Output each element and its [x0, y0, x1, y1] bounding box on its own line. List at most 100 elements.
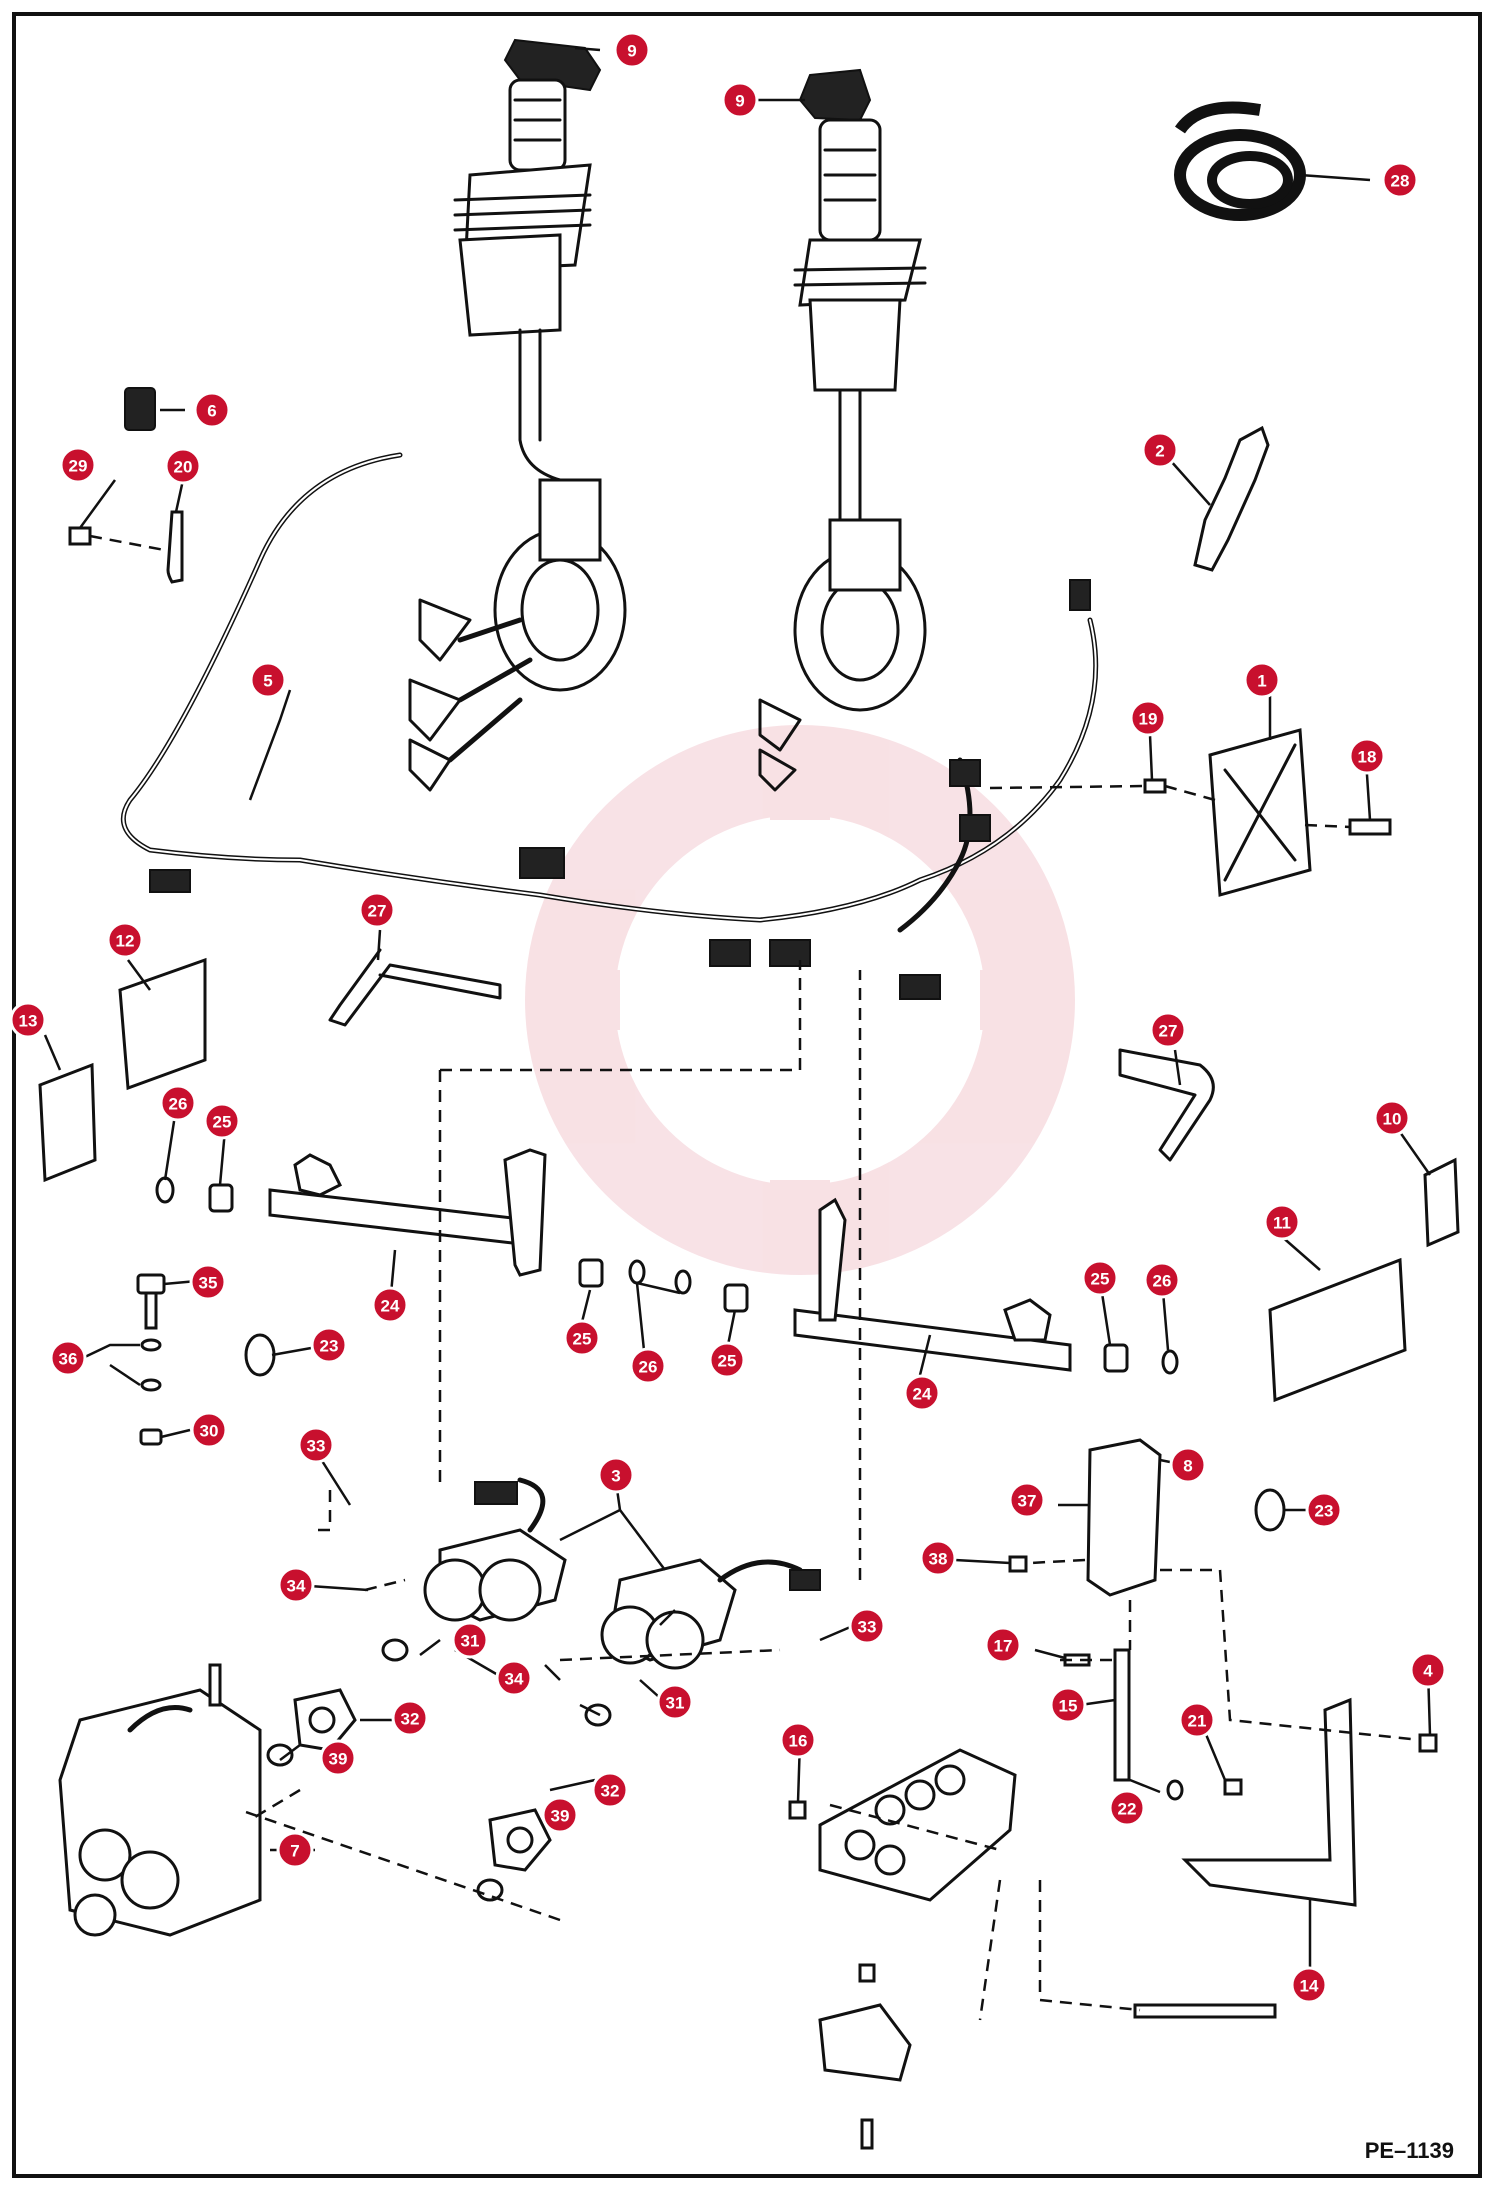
control-shaft-right: [793, 1197, 1072, 1372]
callout-circle: [190, 1411, 228, 1449]
callout-26: 26: [1143, 1261, 1181, 1299]
callout-39: 39: [319, 1739, 357, 1777]
callout-32: 32: [391, 1699, 429, 1737]
callout-22: 22: [1108, 1789, 1146, 1827]
callout-circle: [1348, 737, 1386, 775]
callout-33: 33: [297, 1426, 335, 1464]
callout-circle: [391, 1699, 429, 1737]
callout-number: 2: [1155, 442, 1164, 461]
callout-number: 28: [1391, 172, 1410, 191]
callout-26: 26: [159, 1084, 197, 1122]
callout-circle: [164, 447, 202, 485]
callout-37: 37: [1008, 1481, 1046, 1519]
callout-circle: [9, 1001, 47, 1039]
callout-number: 3: [611, 1467, 620, 1486]
callout-circle: [1149, 1011, 1187, 1049]
hex-key-left: [328, 948, 502, 1027]
callout-number: 26: [639, 1358, 658, 1377]
callout-26: 26: [629, 1347, 667, 1385]
callout-circle: [1290, 1966, 1328, 2004]
callout-13: 13: [9, 1001, 47, 1039]
callout-number: 8: [1183, 1457, 1192, 1476]
callout-7: 7: [276, 1831, 314, 1869]
callout-number: 1: [1257, 672, 1266, 691]
callout-circle: [656, 1683, 694, 1721]
callout-2: 2: [1141, 431, 1179, 469]
decal-13: [38, 1062, 97, 1183]
callout-3: 3: [597, 1456, 635, 1494]
callout-circle: [1373, 1099, 1411, 1137]
callout-number: 22: [1118, 1800, 1137, 1819]
callout-circle: [1081, 1259, 1119, 1297]
callout-21: 21: [1178, 1701, 1216, 1739]
callout-circle: [319, 1739, 357, 1777]
callout-number: 32: [601, 1782, 620, 1801]
callout-23: 23: [310, 1326, 348, 1364]
assembly-lines: [239, 960, 1421, 2021]
callout-circle: [310, 1326, 348, 1364]
callout-number: 10: [1383, 1110, 1402, 1129]
callout-number: 21: [1188, 1712, 1207, 1731]
callout-27: 27: [358, 891, 396, 929]
callout-circle: [591, 1771, 629, 1809]
callout-31: 31: [451, 1621, 489, 1659]
callout-number: 23: [1315, 1502, 1334, 1521]
callout-17: 17: [984, 1626, 1022, 1664]
callout-number: 18: [1358, 748, 1377, 767]
callout-circle: [297, 1426, 335, 1464]
callout-number: 39: [551, 1807, 570, 1826]
callout-27: 27: [1149, 1011, 1187, 1049]
sensor-bracket: [1008, 1438, 1438, 1907]
callout-circle: [1108, 1789, 1146, 1827]
callout-number: 7: [290, 1842, 299, 1861]
callout-number: 39: [329, 1750, 348, 1769]
callout-34: 34: [277, 1566, 315, 1604]
callout-number: 25: [1091, 1270, 1110, 1289]
hex-key-right: [1118, 1048, 1215, 1162]
left-joystick: [408, 38, 627, 792]
callout-19: 19: [1129, 699, 1167, 737]
callout-circle: [848, 1607, 886, 1645]
callout-number: 27: [368, 902, 387, 921]
callout-number: 33: [307, 1437, 326, 1456]
callout-12: 12: [106, 921, 144, 959]
right-joystick: [758, 68, 927, 792]
callout-circle: [193, 391, 231, 429]
callout-number: 33: [858, 1618, 877, 1637]
callout-circle: [721, 81, 759, 119]
callout-number: 30: [200, 1422, 219, 1441]
callout-35: 35: [189, 1263, 227, 1301]
callout-circle: [49, 1339, 87, 1377]
callout-number: 11: [1273, 1214, 1291, 1233]
callout-number: 25: [573, 1330, 592, 1349]
callout-circle: [1305, 1491, 1343, 1529]
callout-number: 17: [994, 1637, 1013, 1656]
callout-circle: [495, 1659, 533, 1697]
callout-29: 29: [59, 446, 97, 484]
callout-circle: [1049, 1686, 1087, 1724]
callout-number: 31: [666, 1694, 685, 1713]
callout-8: 8: [1169, 1446, 1207, 1484]
control-shaft-left: [268, 1148, 547, 1277]
callout-number: 24: [913, 1385, 932, 1404]
callout-number: 20: [174, 458, 193, 477]
decal-10: [1423, 1157, 1460, 1248]
callout-number: 24: [381, 1297, 400, 1316]
callout-number: 4: [1423, 1662, 1433, 1681]
control-valve: [58, 1663, 262, 1937]
callout-number: 14: [1300, 1977, 1319, 1996]
callout-circle: [708, 1341, 746, 1379]
callout-number: 26: [169, 1095, 188, 1114]
callout-10: 10: [1373, 1099, 1411, 1137]
callout-circle: [1169, 1446, 1207, 1484]
mounting-plate: [989, 728, 1392, 897]
callout-number: 9: [735, 92, 744, 111]
callout-number: 25: [213, 1113, 232, 1132]
callout-number: 34: [505, 1670, 524, 1689]
callout-39: 39: [541, 1796, 579, 1834]
decal-12: [118, 957, 207, 1091]
callout-4: 4: [1409, 1651, 1447, 1689]
callout-31: 31: [656, 1683, 694, 1721]
leader-lines: [43, 46, 1432, 1980]
